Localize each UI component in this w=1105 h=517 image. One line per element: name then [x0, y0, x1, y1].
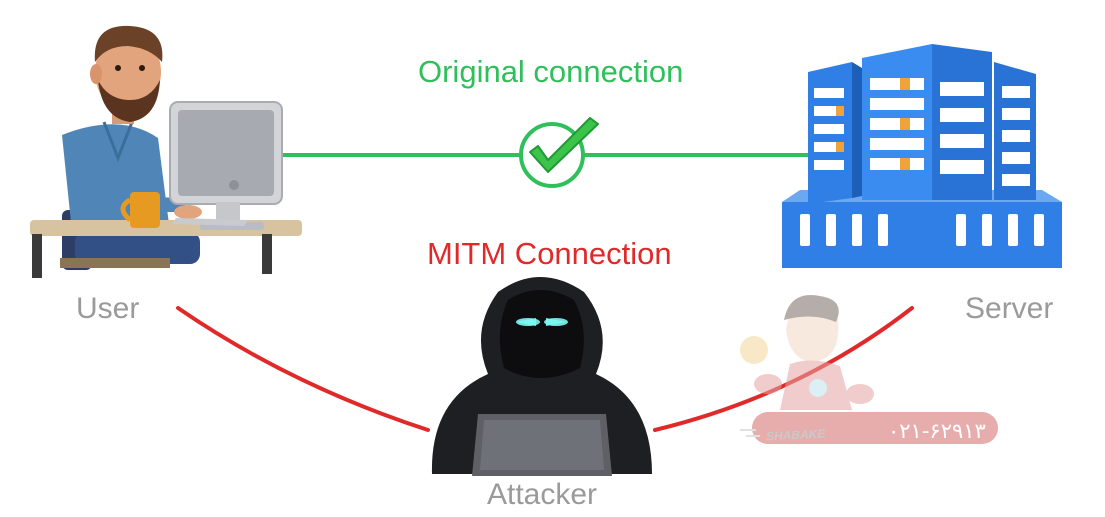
- checkmark-icon: [519, 117, 599, 188]
- mitm-line-user-attacker: [176, 306, 430, 432]
- user-label: User: [76, 292, 140, 325]
- server-building-icon: [782, 44, 1062, 268]
- user-at-computer-icon: [30, 25, 302, 278]
- mitm-connection-label: MITM Connection: [427, 236, 672, 271]
- mitm-line-attacker-server: [653, 306, 914, 432]
- attacker-label: Attacker: [487, 478, 598, 511]
- server-label: Server: [965, 292, 1054, 325]
- hooded-hacker-icon: [431, 277, 652, 476]
- brand-mascot-logo: [740, 295, 998, 444]
- watermark-phone: ۰۲۱-۶۲۹۱۳: [888, 419, 986, 443]
- original-connection-label: Original connection: [418, 54, 684, 89]
